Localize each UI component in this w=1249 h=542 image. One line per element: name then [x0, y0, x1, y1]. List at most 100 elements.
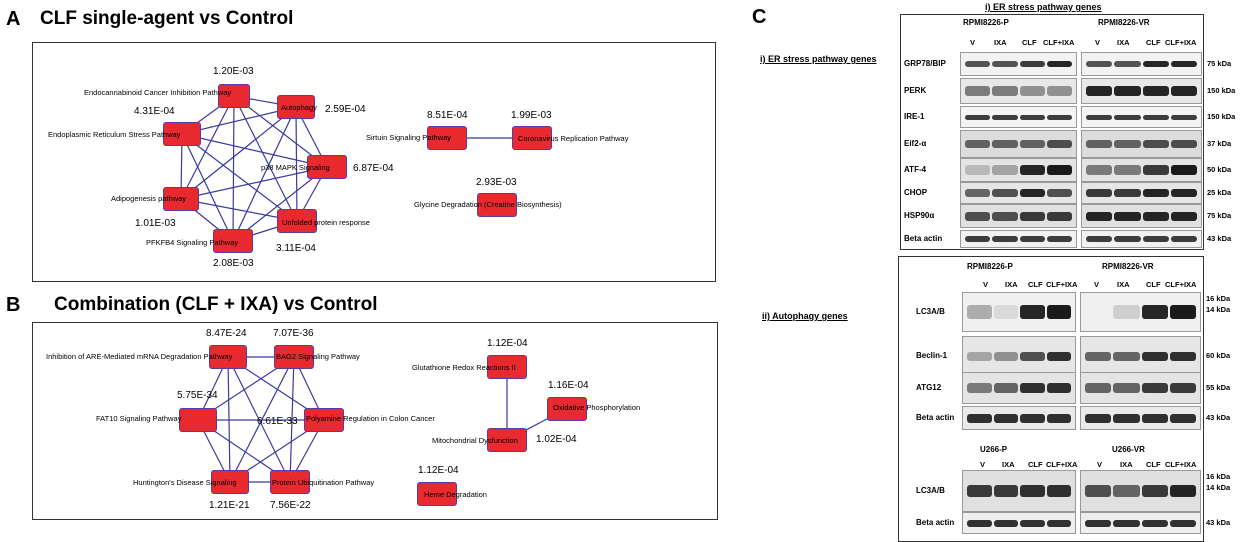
blot-band — [965, 189, 991, 197]
lane-label: IXA — [1120, 460, 1133, 469]
node-p38-mapk — [307, 155, 347, 179]
blot-band — [1085, 383, 1112, 393]
blot-band — [1113, 305, 1140, 319]
molecular-weight-label: 55 kDa — [1206, 383, 1231, 392]
blot-band — [1020, 305, 1045, 319]
blot-band — [1085, 485, 1112, 497]
p-value: 1.01E-03 — [135, 218, 176, 229]
blot-band — [993, 485, 1018, 497]
blot-band — [1113, 519, 1140, 527]
blot-band — [1114, 189, 1141, 197]
blot-band — [1086, 236, 1113, 242]
blot-band — [1141, 351, 1168, 361]
blot-band — [1019, 114, 1045, 120]
lane-label: IXA — [1117, 280, 1130, 289]
node-label: Coronavirus Replication Pathway — [518, 134, 629, 143]
lane-label: IXA — [994, 38, 1007, 47]
node-bag2 — [274, 345, 314, 369]
er-blot-frame — [900, 14, 1204, 250]
blot-band — [1019, 211, 1045, 221]
blot-band — [992, 165, 1018, 175]
blot-band — [1170, 114, 1197, 120]
blot-strip — [960, 230, 1077, 248]
node-adipogenesis — [163, 187, 199, 211]
lane-label: IXA — [1002, 460, 1015, 469]
molecular-weight-label: 60 kDa — [1206, 351, 1231, 360]
molecular-weight-label: 43 kDa — [1206, 518, 1231, 527]
blot-band — [1169, 519, 1196, 527]
p-value: 7.07E-36 — [273, 328, 314, 339]
p-value: 1.02E-04 — [536, 434, 577, 445]
cell-line-label: RPMI8226-P — [967, 262, 1013, 271]
blot-band — [1046, 211, 1072, 221]
blot-strip — [1081, 106, 1202, 128]
node-polyamine — [304, 408, 344, 432]
blot-strip — [960, 182, 1077, 204]
blot-band — [1169, 413, 1196, 423]
blot-band — [993, 413, 1018, 423]
blot-band — [967, 519, 992, 527]
cell-line-label: U266-VR — [1112, 445, 1145, 454]
p-value: 1.12E-04 — [418, 465, 459, 476]
node-label: BAG2 Signaling Pathway — [276, 352, 360, 361]
blot-band — [1046, 140, 1072, 148]
blot-band — [1170, 165, 1197, 175]
p-value: 8.47E-24 — [206, 328, 247, 339]
blot-band — [967, 413, 992, 423]
panel-a-title: CLF single-agent vs Control — [40, 8, 294, 29]
blot-band — [1046, 383, 1071, 393]
molecular-weight-label: 43 kDa — [1206, 413, 1231, 422]
panel-b-title: Combination (CLF + IXA) vs Control — [54, 294, 378, 315]
molecular-weight-label: 75 kDa — [1207, 211, 1232, 220]
lane-label: IXA — [1005, 280, 1018, 289]
blot-strip — [1080, 512, 1201, 534]
blot-band — [1086, 189, 1113, 197]
lane-label: CLF+IXA — [1046, 460, 1078, 469]
lane-label: IXA — [1117, 38, 1130, 47]
p-value: 1.20E-03 — [213, 66, 254, 77]
blot-band — [1086, 86, 1113, 96]
node-label: Glycine Degradation (Creatine Biosynthes… — [414, 200, 562, 209]
blot-band — [1141, 413, 1168, 423]
node-glutathione — [487, 355, 527, 379]
blot-band — [1169, 485, 1196, 497]
molecular-weight-label: 43 kDa — [1207, 234, 1232, 243]
lane-label: V — [983, 280, 989, 289]
blot-band — [1086, 140, 1113, 148]
blot-band — [1142, 211, 1169, 221]
p-value: 1.12E-04 — [487, 338, 528, 349]
blot-band — [1169, 351, 1196, 361]
blot-band — [1046, 189, 1072, 197]
blot-band — [1019, 189, 1045, 197]
cell-line-label: RPMI8226-P — [963, 18, 1009, 27]
blot-strip — [1081, 182, 1202, 204]
blot-band — [1046, 413, 1071, 423]
node-heme — [417, 482, 457, 506]
blot-band — [1046, 351, 1071, 361]
panel-b-letter: B — [6, 294, 21, 316]
blot-band — [1020, 485, 1045, 497]
blot-band — [965, 61, 991, 67]
node-label: Adipogenesis pathway — [111, 194, 187, 203]
lane-label: CLF — [1028, 460, 1043, 469]
blot-strip — [962, 512, 1076, 534]
blot-band — [1142, 236, 1169, 242]
node-label: Mitochondrial Dysfunction — [432, 436, 518, 445]
blot-band — [1114, 165, 1141, 175]
blot-band — [1170, 211, 1197, 221]
blot-band — [967, 351, 992, 361]
p-value: 1.16E-04 — [548, 380, 589, 391]
blot-band — [992, 114, 1018, 120]
blot-band — [965, 211, 991, 221]
blot-row-label: ATG12 — [916, 383, 942, 392]
cell-line-label: RPMI8226-VR — [1102, 262, 1154, 271]
blot-band — [1113, 351, 1140, 361]
blot-band — [1046, 485, 1071, 497]
node-label: Unfolded protein response — [282, 218, 370, 227]
blot-band — [1141, 519, 1168, 527]
blot-band — [1020, 383, 1045, 393]
blot-band — [1114, 236, 1141, 242]
p-value: 4.31E-04 — [134, 106, 175, 117]
blot-band — [1085, 413, 1112, 423]
blot-band — [965, 140, 991, 148]
